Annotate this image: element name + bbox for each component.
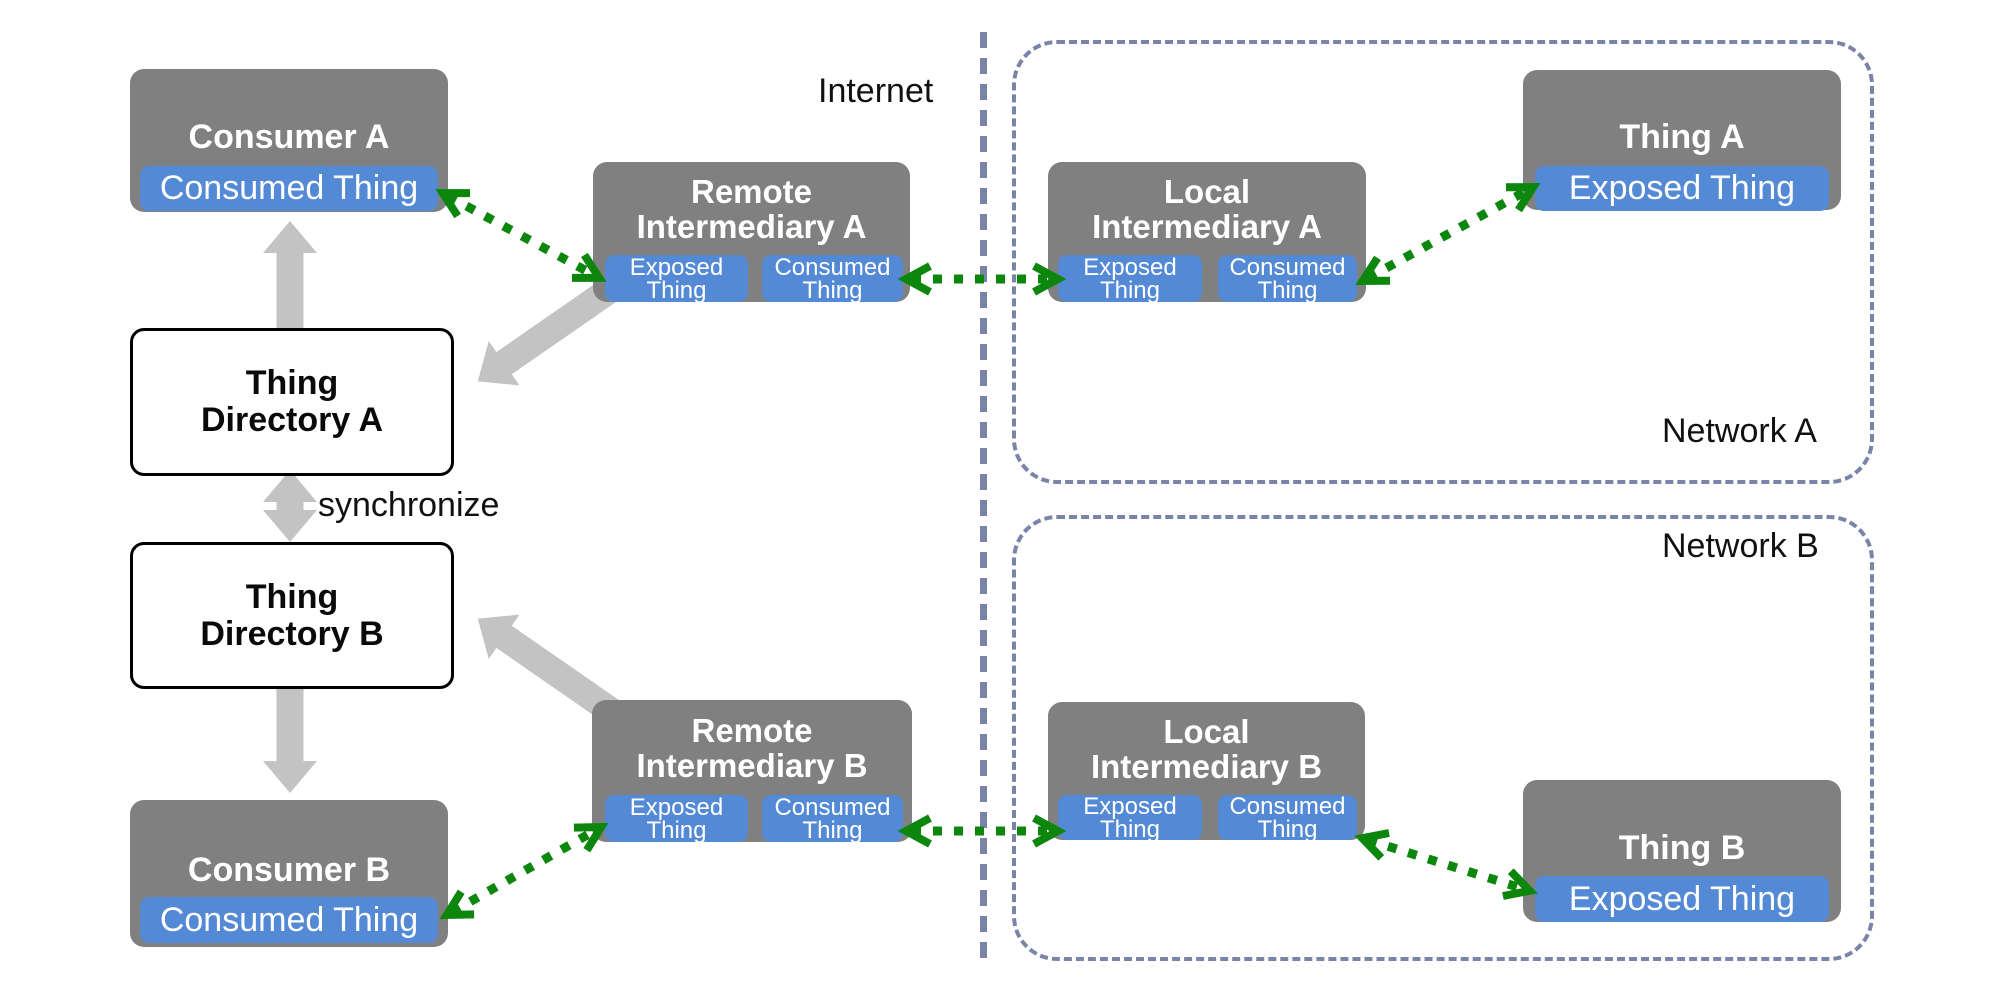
- exposed-thing-pill: Exposed Thing: [605, 255, 748, 302]
- node-consumer-b: Consumer B Consumed Thing: [130, 800, 448, 947]
- pill-line-1: Exposed: [1083, 253, 1177, 281]
- node-thing-b: Thing B Exposed Thing: [1523, 780, 1841, 922]
- pill-line-1: Consumed: [774, 793, 891, 821]
- pill-line-1: Consumed: [774, 253, 891, 281]
- node-title: Thing B: [1618, 829, 1746, 867]
- consumed-thing-pill: Consumed Thing: [140, 166, 438, 211]
- exposed-thing-pill: Exposed Thing: [1058, 792, 1202, 843]
- node-title: Local Intermediary A: [1048, 162, 1366, 255]
- pill-line-2: Thing: [646, 276, 707, 304]
- pill-line-2: Thing: [1099, 815, 1161, 843]
- node-thing-directory-b: Thing Directory B: [130, 542, 454, 689]
- node-title: Consumer A: [188, 118, 390, 156]
- exposed-thing-pill: Exposed Thing: [1058, 255, 1202, 302]
- consumed-thing-pill: Consumed Thing: [1218, 792, 1357, 843]
- pill-line-2: Thing: [1099, 276, 1161, 304]
- node-remote-intermediary-a: Remote Intermediary A Exposed Thing Cons…: [593, 162, 910, 302]
- network-a-boundary: [1012, 40, 1874, 484]
- network-b-boundary: [1012, 515, 1874, 961]
- consumed-thing-pill: Consumed Thing: [762, 255, 903, 302]
- title-line-2: Directory B: [200, 614, 384, 653]
- node-local-intermediary-b: Local Intermediary B Exposed Thing Consu…: [1048, 702, 1365, 843]
- arrow-consumer-a-remote-intermediary-a: [435, 189, 607, 282]
- pill-line-1: Exposed: [629, 253, 724, 281]
- pill-line-1: Exposed: [629, 793, 724, 821]
- pill-line-2: Thing: [802, 816, 863, 844]
- node-thing-directory-a: Thing Directory A: [130, 328, 454, 476]
- title-line-2: Intermediary B: [636, 746, 868, 784]
- consumed-thing-pill: Consumed Thing: [762, 795, 903, 842]
- node-title: Remote Intermediary B: [592, 700, 912, 795]
- network-b-label: Network B: [1662, 527, 1819, 565]
- pill-line-1: Consumed: [1229, 253, 1346, 281]
- node-local-intermediary-a: Local Intermediary A Exposed Thing Consu…: [1048, 162, 1366, 302]
- node-title: Consumer B: [187, 851, 391, 889]
- internet-boundary-dashed-line: [980, 32, 987, 960]
- title-line-1: Local: [1163, 172, 1251, 210]
- node-title: Local Intermediary B: [1048, 702, 1365, 795]
- title-line-1: Remote: [690, 172, 813, 210]
- title-line-2: Directory A: [200, 401, 384, 439]
- network-a-label: Network A: [1662, 412, 1817, 450]
- pill-line-1: Exposed: [1083, 792, 1177, 820]
- node-remote-intermediary-b: Remote Intermediary B Exposed Thing Cons…: [592, 700, 912, 842]
- arrow-consumer-b-remote-intermediary-b: [439, 822, 609, 920]
- title-line-2: Intermediary B: [1090, 747, 1323, 785]
- title-line-2: Intermediary A: [1092, 207, 1322, 245]
- pill-line-2: Thing: [802, 276, 863, 304]
- internet-label: Internet: [818, 72, 934, 110]
- title-line-1: Thing: [245, 577, 339, 616]
- title-line-2: Intermediary A: [636, 207, 867, 245]
- pill-line-2: Thing: [646, 816, 707, 844]
- node-title: Thing A: [1619, 118, 1745, 156]
- pill-line-2: Thing: [1257, 276, 1318, 304]
- title-line-1: Thing: [245, 364, 339, 402]
- node-title: Remote Intermediary A: [593, 162, 910, 255]
- consumed-thing-pill: Consumed Thing: [140, 897, 438, 943]
- node-consumer-a: Consumer A Consumed Thing: [130, 69, 448, 212]
- title-line-1: Local: [1163, 712, 1250, 750]
- pill-line-1: Consumed: [1229, 792, 1346, 820]
- exposed-thing-pill: Exposed Thing: [1535, 166, 1829, 211]
- exposed-thing-pill: Exposed Thing: [1535, 876, 1829, 922]
- pill-line-2: Thing: [1257, 815, 1318, 843]
- consumed-thing-pill: Consumed Thing: [1218, 255, 1357, 302]
- exposed-thing-pill: Exposed Thing: [605, 795, 748, 842]
- node-thing-a: Thing A Exposed Thing: [1523, 70, 1841, 211]
- synchronize-label: synchronize: [318, 486, 500, 524]
- title-line-1: Remote: [691, 711, 813, 749]
